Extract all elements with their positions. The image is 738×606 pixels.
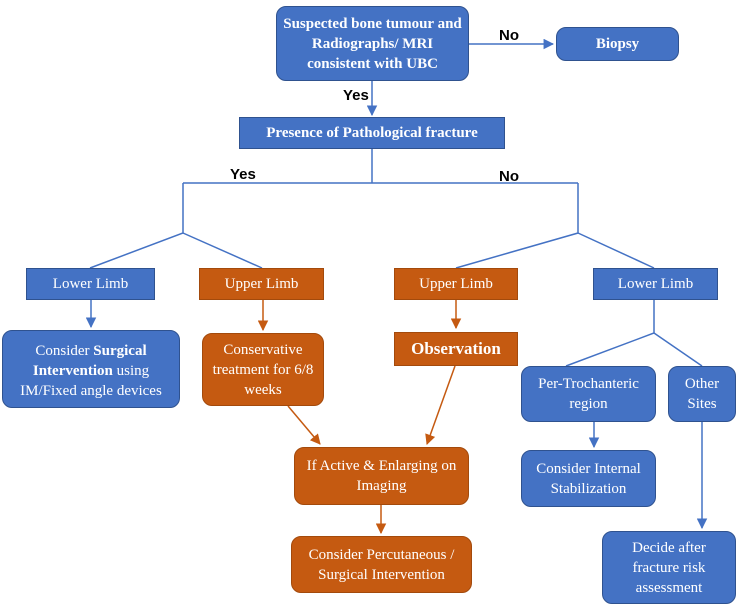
no-lower-limb-node: Lower Limb — [593, 268, 718, 300]
line-no-to-lower — [577, 232, 655, 269]
active-enlarging-node: If Active & Enlarging on Imaging — [294, 447, 469, 505]
label-yes-branch: Yes — [230, 166, 256, 183]
start-node: Suspected bone tumour and Radiographs/ M… — [276, 6, 469, 81]
label-yes-fracture: Yes — [343, 87, 369, 104]
other-sites-node: Other Sites — [668, 366, 736, 422]
surgical-text-pre: Consider — [35, 343, 94, 359]
observation-node: Observation — [394, 332, 518, 366]
line-no-branch — [455, 183, 579, 269]
percutaneous-node: Consider Percutaneous / Surgical Interve… — [291, 536, 472, 593]
label-no-biopsy: No — [499, 27, 519, 44]
line-yes-to-upper — [182, 232, 263, 269]
yes-upper-limb-node: Upper Limb — [199, 268, 324, 300]
surgical-text-post: using IM/Fixed angle devices — [20, 363, 162, 399]
surgical-text-bold: Surgical Intervention — [32, 343, 147, 379]
biopsy-node: Biopsy — [556, 27, 679, 61]
no-upper-limb-node: Upper Limb — [394, 268, 518, 300]
internal-stabilization-node: Consider Internal Stabilization — [521, 450, 656, 507]
yes-lower-limb-node: Lower Limb — [26, 268, 155, 300]
pathological-fracture-node: Presence of Pathological fracture — [239, 117, 505, 149]
line-yes-branch — [89, 183, 184, 269]
label-no-branch: No — [499, 168, 519, 185]
conservative-treatment-node: Conservative treatment for 6/8 weeks — [202, 333, 324, 406]
arrow-conservative-to-active — [287, 405, 321, 445]
arrow-observation-to-active — [425, 365, 456, 445]
per-trochanteric-node: Per-Trochanteric region — [521, 366, 656, 422]
surgical-intervention-node: Consider Surgical Intervention using IM/… — [2, 330, 180, 408]
line-lower-limb-split — [565, 300, 655, 367]
fracture-risk-node: Decide after fracture risk assessment — [602, 531, 736, 604]
line-to-other-sites — [653, 332, 703, 367]
